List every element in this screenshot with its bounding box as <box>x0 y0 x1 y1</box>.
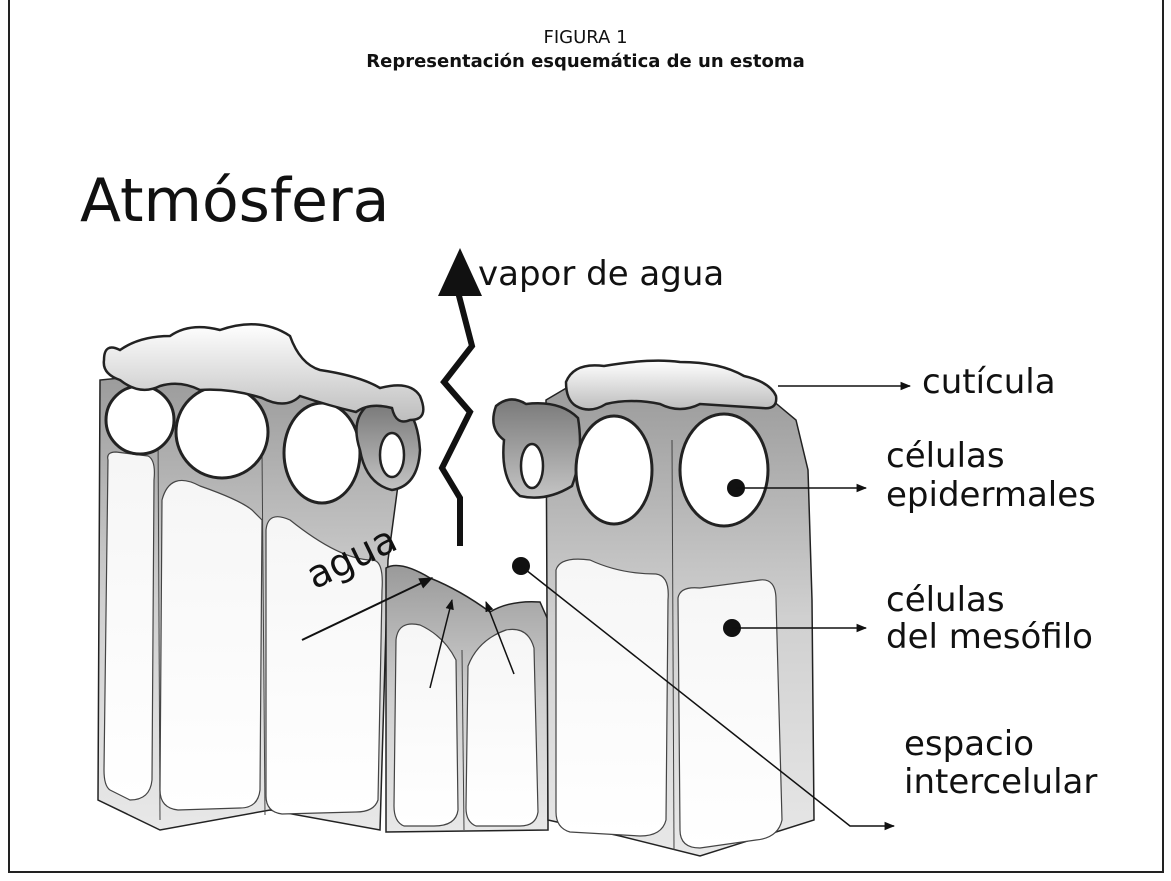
cuticle-label: cutícula <box>922 364 1056 401</box>
epidermal-cell-left-2 <box>176 386 268 478</box>
mesophyll-cell-right-1 <box>556 559 668 836</box>
epidermal-cell-right-2 <box>680 414 768 526</box>
epidermal-label-line2: epidermales <box>886 477 1096 514</box>
mesophyll-cell-left-2 <box>160 480 262 810</box>
intercellular-label-line2: intercelular <box>904 764 1097 801</box>
epidermal-cell-left-1 <box>106 386 174 454</box>
epidermal-cell-right-1 <box>576 416 652 524</box>
atmosphere-label: Atmósfera <box>80 168 389 234</box>
cuticle-right <box>566 361 776 410</box>
intercellular-label-line1: espacio <box>904 726 1034 763</box>
left-tissue <box>98 324 423 830</box>
vapor-arrow <box>438 248 482 546</box>
mesophyll-label-line1: células <box>886 582 1005 619</box>
mesophyll-cell-center-2 <box>466 629 538 826</box>
mesophyll-label-line2: del mesófilo <box>886 619 1093 656</box>
center-tissue <box>386 566 548 832</box>
epidermal-label-line1: células <box>886 438 1005 475</box>
mesophyll-cell-center-1 <box>394 624 458 826</box>
epidermal-cell-left-3 <box>284 403 360 503</box>
vapor-arrow-head <box>438 248 482 296</box>
water-vapor-label: vapor de agua <box>478 256 724 293</box>
mesophyll-cell-left-1 <box>104 452 154 800</box>
